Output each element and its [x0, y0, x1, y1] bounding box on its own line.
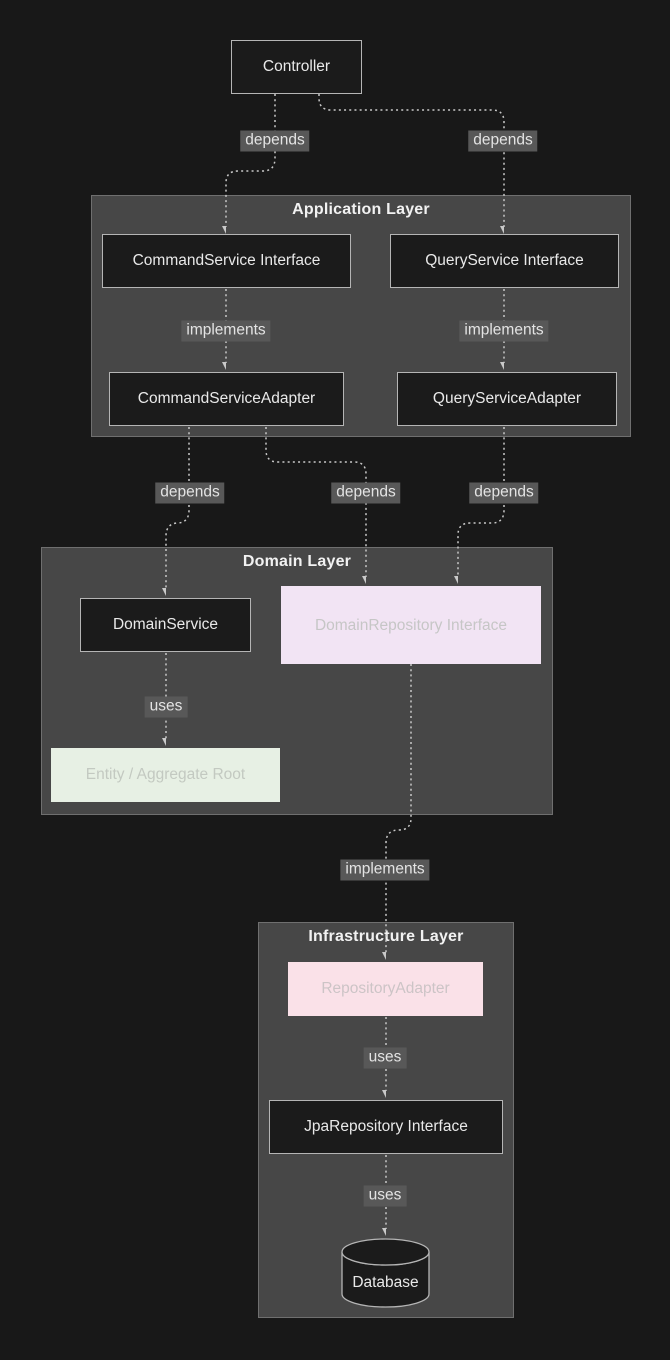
- edge-controller-to-queryservice-interface: [318, 94, 505, 227]
- edge-label-depends-5: depends: [469, 482, 539, 504]
- node-controller: Controller: [231, 40, 362, 94]
- node-commandservice-interface: CommandService Interface: [102, 234, 351, 288]
- edge-label-uses-3: uses: [363, 1185, 407, 1207]
- application-layer-title: Application Layer: [292, 201, 430, 218]
- edge-label-depends-3: depends: [155, 482, 225, 504]
- edge-label-depends-2: depends: [468, 130, 538, 152]
- edge-label-implements-2: implements: [459, 320, 549, 342]
- node-domainservice: DomainService: [80, 598, 251, 652]
- node-queryservice-adapter: QueryServiceAdapter: [397, 372, 617, 426]
- node-commandservice-adapter: CommandServiceAdapter: [109, 372, 344, 426]
- edge-label-uses-2: uses: [363, 1047, 407, 1069]
- edge-label-uses-1: uses: [144, 696, 188, 718]
- edge-controller-to-commandservice-interface: [226, 94, 276, 227]
- node-domainrepository-interface: DomainRepository Interface: [281, 586, 541, 664]
- edge-label-implements-3: implements: [340, 859, 430, 881]
- edge-domainrepository-to-repositoryadapter: [386, 664, 412, 953]
- edge-commandadapter-to-domainservice: [166, 427, 190, 589]
- edge-commandadapter-to-domainrepository: [265, 427, 367, 577]
- node-repository-adapter: RepositoryAdapter: [288, 962, 483, 1016]
- domain-layer-title: Domain Layer: [242, 553, 352, 570]
- edge-label-depends-4: depends: [331, 482, 401, 504]
- database-cylinder-icon: [341, 1238, 430, 1308]
- node-database-label: Database: [352, 1273, 419, 1291]
- node-queryservice-interface: QueryService Interface: [390, 234, 619, 288]
- node-entity-aggregate-root: Entity / Aggregate Root: [51, 748, 280, 802]
- node-jparepository-interface: JpaRepository Interface: [269, 1100, 503, 1154]
- edge-label-implements-1: implements: [181, 320, 271, 342]
- edge-label-depends-1: depends: [240, 130, 310, 152]
